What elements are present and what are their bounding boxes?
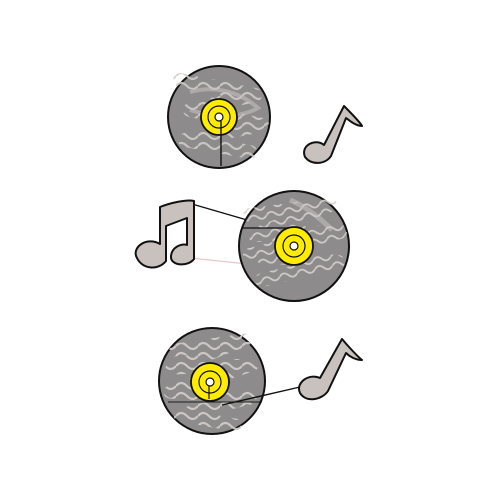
eighth-note-icon (298, 338, 363, 401)
vinyl-record-icon (158, 327, 266, 435)
vinyl-record-top (167, 65, 271, 169)
connector-line-bottom (221, 386, 301, 406)
eighth-note-bottom-right (298, 338, 363, 401)
beamed-eighth-notes-icon (134, 199, 195, 269)
vinyl-record-icon (238, 190, 350, 302)
vinyl-record-bottom (158, 327, 266, 435)
vinyl-record-middle (238, 190, 350, 302)
eighth-note-top-right (303, 105, 363, 164)
vinyl-record-icon (167, 65, 271, 169)
beamed-notes-middle-left (134, 199, 195, 269)
eighth-note-icon (303, 105, 363, 164)
